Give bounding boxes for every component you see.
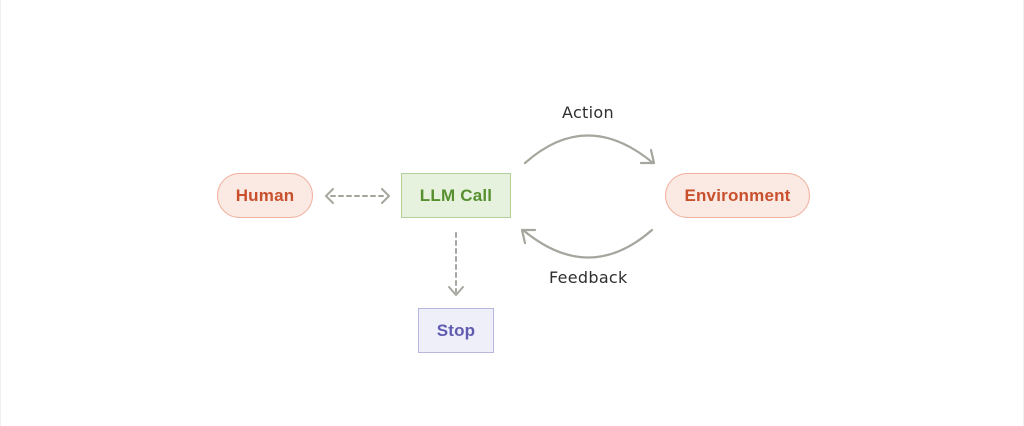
human-node: Human — [217, 173, 313, 218]
stop-node-label: Stop — [436, 320, 476, 340]
feedback-arc-arrow — [520, 228, 654, 259]
action-label: Action — [562, 103, 614, 122]
action-arc-arrow — [523, 134, 656, 165]
human-node-label: Human — [235, 185, 295, 205]
human-llm-dashed-arrow — [325, 188, 390, 204]
llm-stop-dashed-arrow — [448, 232, 464, 296]
feedback-label: Feedback — [549, 268, 628, 287]
environment-node: Environment — [665, 173, 810, 218]
llm-call-node-label: LLM Call — [419, 185, 493, 205]
llm-call-node: LLM Call — [401, 173, 511, 218]
stop-node: Stop — [418, 308, 494, 353]
environment-node-label: Environment — [684, 185, 791, 205]
